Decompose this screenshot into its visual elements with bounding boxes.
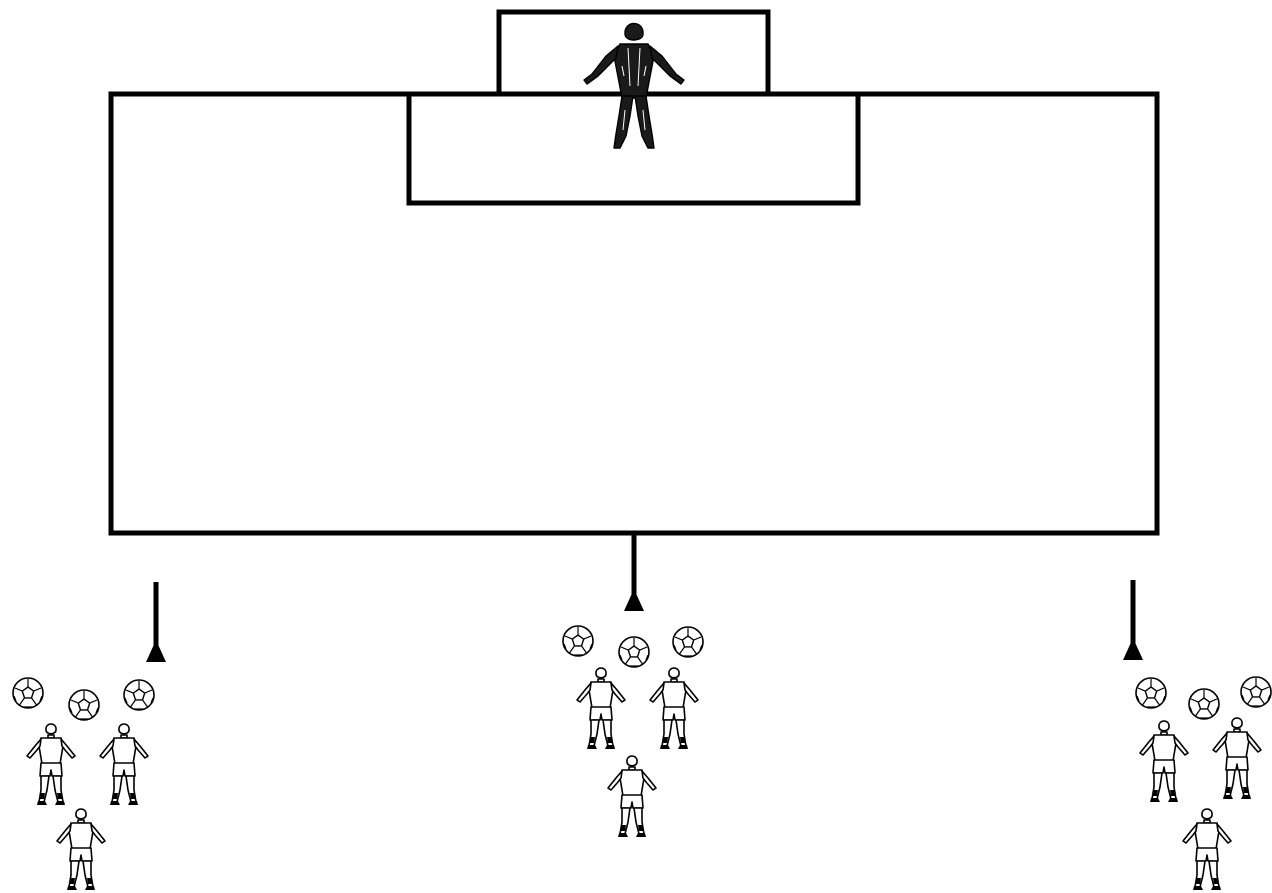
soccer-ball-icon	[69, 690, 99, 720]
pole-marker-icon-center	[624, 531, 644, 611]
soccer-ball-icon	[1241, 677, 1271, 707]
drill-group-left	[13, 678, 154, 890]
player-icon	[1140, 721, 1188, 802]
player-icon	[1183, 809, 1231, 890]
player-icon	[650, 668, 698, 749]
pole-marker-icon-right	[1123, 580, 1143, 660]
penalty-area	[111, 94, 1157, 533]
goalkeeper-icon	[584, 24, 684, 149]
player-icon	[57, 809, 105, 890]
soccer-ball-icon	[1189, 689, 1219, 719]
soccer-ball-icon	[563, 626, 593, 656]
pole-marker-icon-left	[146, 582, 166, 662]
soccer-ball-icon	[1136, 678, 1166, 708]
soccer-ball-icon	[124, 680, 154, 710]
goal-area	[409, 94, 858, 203]
player-icon	[577, 668, 625, 749]
player-icon	[100, 724, 148, 805]
soccer-ball-icon	[619, 637, 649, 667]
player-icon	[27, 724, 75, 805]
player-icon	[1213, 718, 1261, 799]
drill-group-center	[563, 626, 703, 837]
soccer-ball-icon	[13, 678, 43, 708]
player-icon	[608, 756, 656, 837]
drill-group-right	[1136, 677, 1271, 890]
soccer-ball-icon	[673, 627, 703, 657]
